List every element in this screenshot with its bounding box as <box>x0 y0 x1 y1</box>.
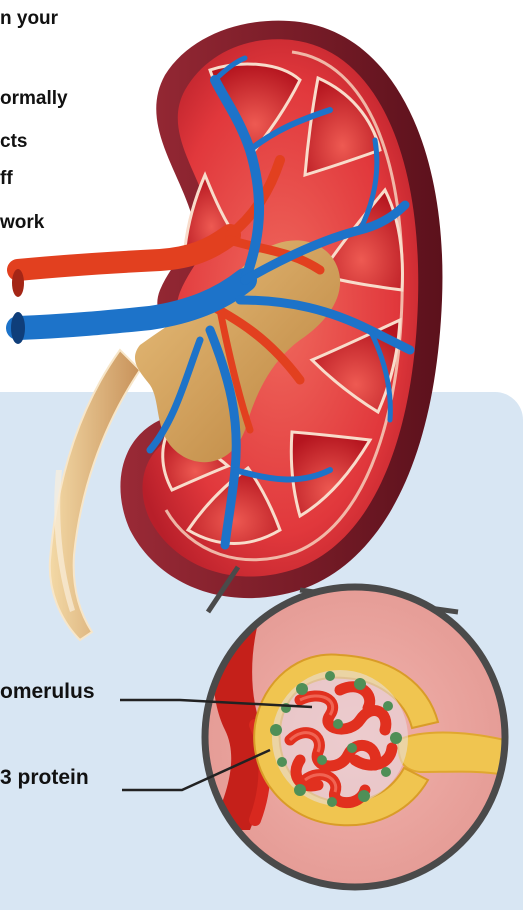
glomerulus-label: omerulus <box>0 680 95 704</box>
protein-label: 3 protein <box>0 766 89 790</box>
